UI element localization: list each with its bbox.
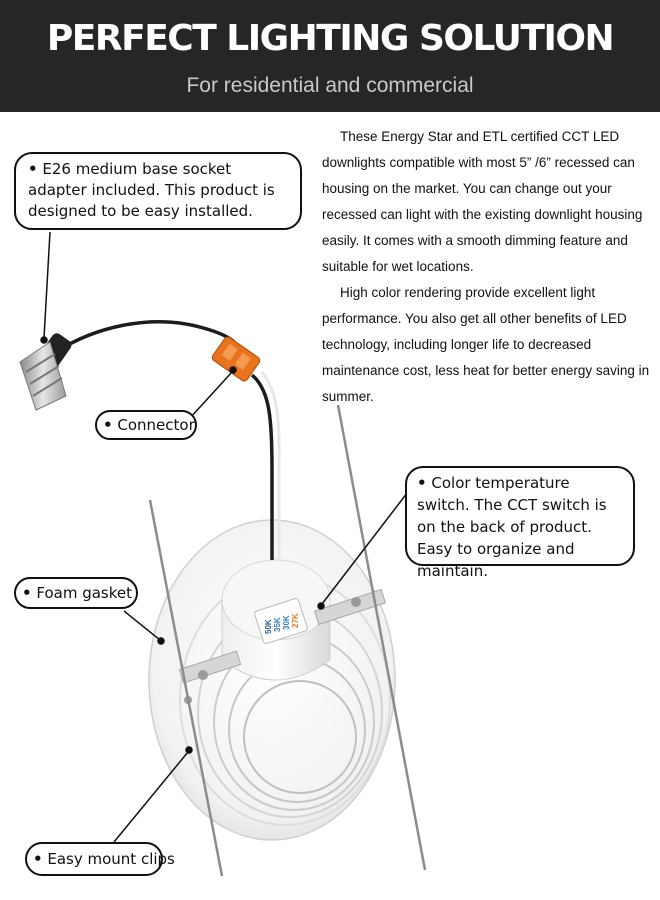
callout-bullet: • — [22, 584, 32, 602]
cct-label-35k: 35K — [273, 617, 282, 632]
cct-label-50k: 50K — [264, 619, 273, 634]
callout-clips-text: Easy mount clips — [47, 850, 175, 868]
wire-connector-icon — [211, 336, 261, 382]
cct-label-30k: 30K — [282, 615, 291, 630]
callout-e26-adapter: • E26 medium base socket adapter include… — [14, 152, 302, 230]
mount-clip-icon — [148, 404, 427, 877]
callout-connector: • Connector — [95, 410, 197, 440]
product-description: These Energy Star and ETL certified CCT … — [322, 124, 652, 410]
callout-e26-text: E26 medium base socket adapter included.… — [28, 160, 275, 220]
callout-connector-text: Connector — [117, 416, 195, 434]
callout-bullet: • — [28, 160, 38, 178]
callout-color-temperature: • Color temperature switch. The CCT swit… — [405, 466, 635, 580]
callout-mount-clips: • Easy mount clips — [25, 842, 175, 876]
description-paragraph-2: High color rendering provide excellent l… — [322, 285, 650, 404]
mount-bracket — [178, 588, 387, 704]
callout-bullet: • — [103, 416, 113, 434]
callout-bullet: • — [33, 850, 43, 868]
callout-leaders — [40, 231, 415, 843]
cct-label-27k: 27K — [291, 613, 300, 628]
cct-switch-icon: 27K 30K 35K 50K — [254, 598, 308, 644]
callout-foam-text: Foam gasket — [36, 584, 133, 602]
header-banner: PERFECT LIGHTING SOLUTION For residentia… — [0, 0, 660, 112]
page-subtitle: For residential and commercial — [186, 74, 474, 97]
description-paragraph-1: These Energy Star and ETL certified CCT … — [322, 129, 643, 274]
callout-bullet: • — [417, 474, 427, 492]
callout-cct-text: Color temperature switch. The CCT switch… — [417, 474, 607, 580]
socket-adapter-icon — [19, 333, 72, 411]
page-title: PERFECT LIGHTING SOLUTION — [46, 18, 615, 59]
callout-foam-gasket: • Foam gasket — [14, 577, 138, 609]
